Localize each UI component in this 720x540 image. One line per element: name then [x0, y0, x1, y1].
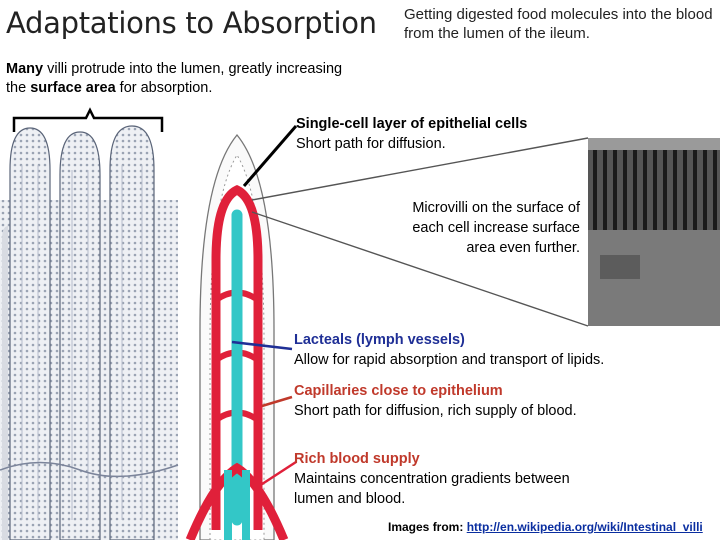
pointer-capillary	[261, 395, 293, 408]
pointer-blood-supply	[255, 460, 297, 490]
capillaries-body: Short path for diffusion, rich supply of…	[294, 403, 577, 419]
label-blood-supply: Rich blood supply Maintains concentratio…	[294, 449, 570, 509]
intro-mid: villi protrude into the lumen, greatly i…	[6, 61, 343, 96]
intro-bold-end: surface area	[30, 80, 116, 96]
zoom-line-bottom	[251, 211, 589, 327]
label-lacteals: Lacteals (lymph vessels) Allow for rapid…	[294, 330, 604, 370]
label-microvilli: Microvilli on the surface of each cell i…	[382, 198, 580, 258]
label-capillaries: Capillaries close to epithelium Short pa…	[294, 381, 577, 421]
image-credit: Images from: http://en.wikipedia.org/wik…	[388, 520, 703, 534]
intro-end: for absorption.	[115, 80, 213, 96]
lacteals-body: Allow for rapid absorption and transport…	[294, 352, 605, 368]
blood-supply-heading: Rich blood supply	[294, 451, 420, 467]
microvilli-micrograph-icon	[588, 138, 720, 326]
intro-bold-start: Many	[6, 61, 44, 77]
pointer-epithelial	[242, 125, 298, 187]
epithelial-heading: Single-cell layer of epithelial cells	[296, 116, 528, 132]
credit-prefix: Images from:	[388, 520, 464, 534]
zoom-line-top	[251, 137, 589, 201]
villus-diagram-icon	[185, 133, 289, 540]
microvilli-post: of each cell increase surface area even …	[412, 200, 580, 256]
pointer-lacteal	[231, 340, 293, 351]
microvilli-pre: Micro	[412, 200, 448, 216]
credit-link[interactable]: http://en.wikipedia.org/wiki/Intestinal_…	[466, 520, 703, 534]
page-title: Adaptations to Absorption	[6, 6, 377, 40]
lacteals-heading: Lacteals (lymph vessels)	[294, 332, 465, 348]
blood-supply-body-1: Maintains concentration gradients betwee…	[294, 471, 570, 487]
intro-text: Many villi protrude into the lumen, grea…	[6, 60, 366, 98]
villi-bracket	[12, 107, 164, 132]
label-epithelial: Single-cell layer of epithelial cells Sh…	[296, 114, 527, 154]
microvilli-bold: surface	[516, 200, 564, 216]
capillaries-heading: Capillaries close to epithelium	[294, 383, 503, 399]
page-subtitle: Getting digested food molecules into the…	[404, 6, 713, 42]
epithelial-body: Short path for diffusion.	[296, 136, 446, 152]
microvilli-mid: villi on the	[447, 200, 517, 216]
villi-micrograph-icon	[0, 125, 179, 540]
blood-supply-body-2: lumen and blood.	[294, 491, 406, 507]
